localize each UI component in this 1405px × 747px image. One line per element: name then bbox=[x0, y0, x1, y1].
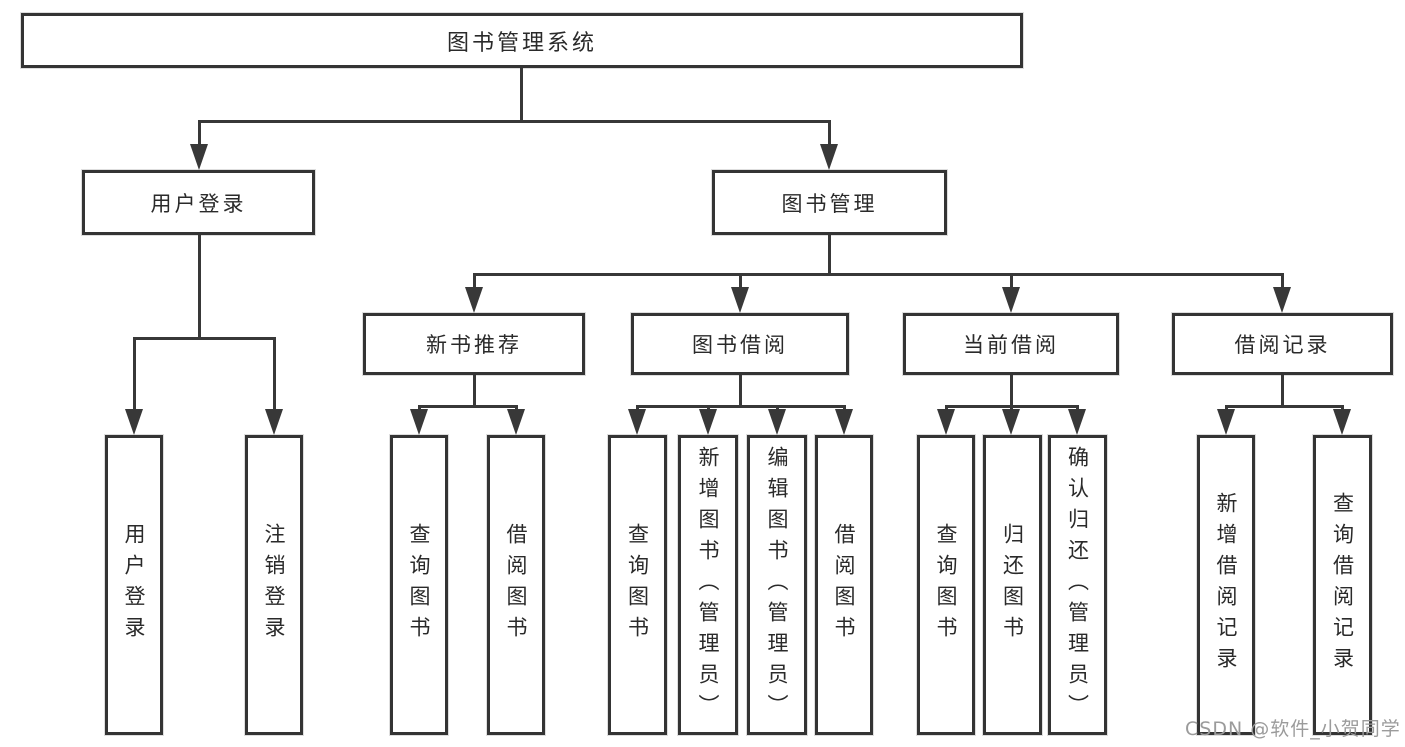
edge-user-login-branch bbox=[133, 337, 276, 340]
edge-to-current-borrow bbox=[1010, 273, 1013, 290]
arrow-to-nb-borrow bbox=[507, 409, 525, 435]
arrow-to-current-borrow bbox=[1002, 287, 1020, 313]
arrow-to-borrow-records bbox=[1273, 287, 1291, 313]
arrow-to-new-books bbox=[465, 287, 483, 313]
edge-book-mgmt-branch bbox=[473, 273, 1284, 276]
edge-to-new-books bbox=[473, 273, 476, 290]
node-cb-confirm: 确认归还（管理员） bbox=[1048, 435, 1107, 735]
node-book-borrow: 图书借阅 bbox=[631, 313, 849, 375]
edge-to-login bbox=[133, 337, 136, 413]
arrow-to-bb-add bbox=[699, 409, 717, 435]
node-cb-query: 查询图书 bbox=[917, 435, 975, 735]
node-bb-edit: 编辑图书（管理员） bbox=[747, 435, 807, 735]
arrow-to-login bbox=[125, 409, 143, 435]
edge-borrow-records-stem bbox=[1281, 375, 1284, 408]
node-cb-return: 归还图书 bbox=[983, 435, 1042, 735]
arrow-to-bb-edit bbox=[768, 409, 786, 435]
node-logout: 注销登录 bbox=[245, 435, 303, 735]
node-borrow-records: 借阅记录 bbox=[1172, 313, 1393, 375]
node-nb-query: 查询图书 bbox=[390, 435, 448, 735]
arrow-to-br-query bbox=[1333, 409, 1351, 435]
edge-to-user-login bbox=[198, 120, 201, 148]
edge-new-books-branch bbox=[418, 405, 518, 408]
edge-to-book-borrow bbox=[739, 273, 742, 290]
arrow-to-br-add bbox=[1217, 409, 1235, 435]
edge-borrow-records-branch bbox=[1225, 405, 1344, 408]
edge-to-book-mgmt bbox=[828, 120, 831, 148]
edge-to-borrow-records bbox=[1281, 273, 1284, 290]
edge-book-borrow-branch bbox=[636, 405, 846, 408]
edge-current-borrow-stem bbox=[1010, 375, 1013, 408]
node-root: 图书管理系统 bbox=[21, 13, 1023, 68]
node-br-query: 查询借阅记录 bbox=[1313, 435, 1372, 735]
node-nb-borrow: 借阅图书 bbox=[487, 435, 545, 735]
node-book-mgmt: 图书管理 bbox=[712, 170, 947, 235]
arrow-to-book-borrow bbox=[731, 287, 749, 313]
arrow-to-cb-return bbox=[1002, 409, 1020, 435]
arrow-to-bb-query bbox=[628, 409, 646, 435]
edge-to-logout bbox=[273, 337, 276, 413]
arrow-to-cb-query bbox=[937, 409, 955, 435]
arrow-to-nb-query bbox=[410, 409, 428, 435]
edge-book-borrow-stem bbox=[739, 375, 742, 408]
node-br-add: 新增借阅记录 bbox=[1197, 435, 1255, 735]
arrow-to-logout bbox=[265, 409, 283, 435]
node-bb-borrow: 借阅图书 bbox=[815, 435, 873, 735]
node-new-books: 新书推荐 bbox=[363, 313, 585, 375]
node-login: 用户登录 bbox=[105, 435, 163, 735]
arrow-to-cb-confirm bbox=[1068, 409, 1086, 435]
node-user-login: 用户登录 bbox=[82, 170, 315, 235]
csdn-watermark: CSDN @软件_小贺同学 bbox=[1185, 718, 1401, 740]
arrow-to-book-mgmt bbox=[820, 144, 838, 170]
arrow-to-user-login bbox=[190, 144, 208, 170]
edge-root-stem bbox=[520, 68, 523, 123]
edge-book-mgmt-stem bbox=[828, 235, 831, 276]
edge-new-books-stem bbox=[473, 375, 476, 408]
node-current-borrow: 当前借阅 bbox=[903, 313, 1119, 375]
edge-root-branch bbox=[198, 120, 831, 123]
edge-user-login-stem bbox=[198, 235, 201, 340]
node-bb-query: 查询图书 bbox=[608, 435, 667, 735]
arrow-to-bb-borrow bbox=[835, 409, 853, 435]
node-bb-add: 新增图书（管理员） bbox=[678, 435, 738, 735]
